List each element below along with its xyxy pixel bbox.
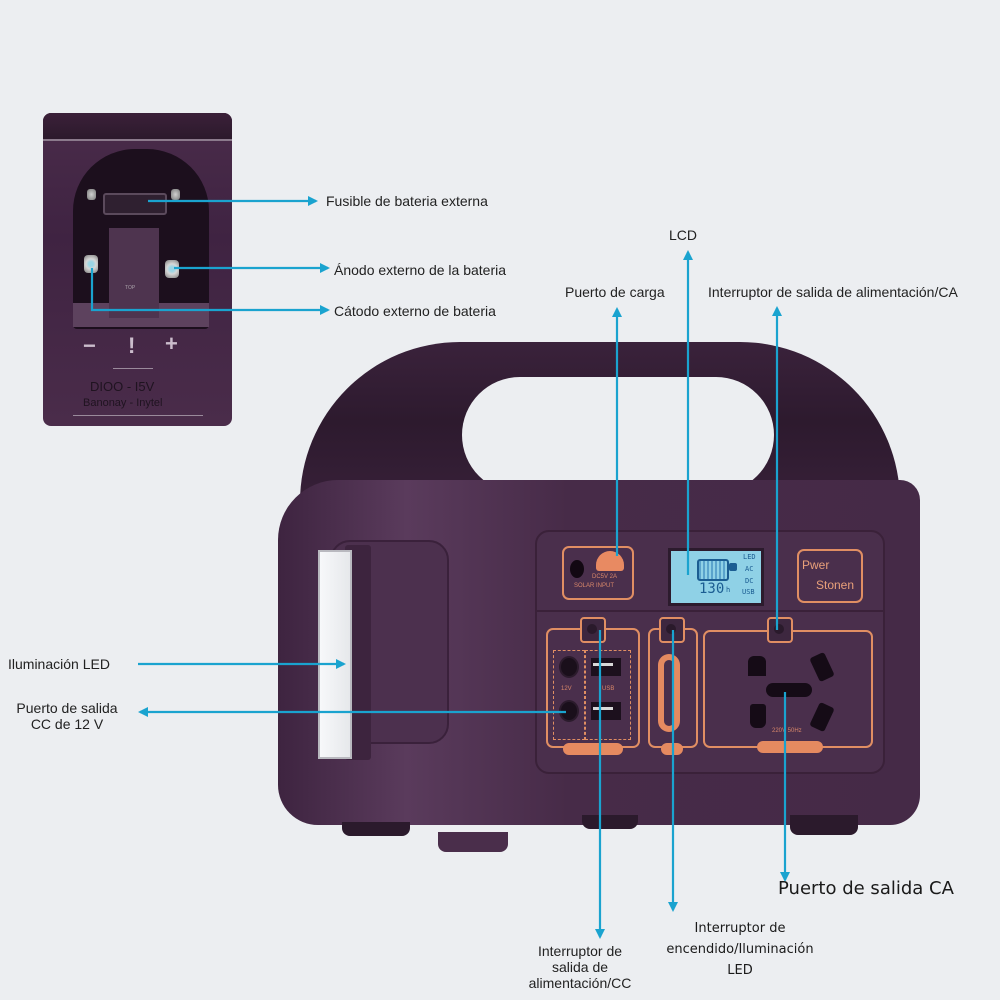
callout-anode: Ánodo externo de la bateria: [334, 262, 507, 278]
foot-left: [342, 822, 410, 836]
anode-terminal: [165, 260, 179, 278]
usb-ports-group: [585, 650, 631, 740]
callout-dc-switch-line3: alimentación/CC: [528, 975, 632, 991]
callout-dc-switch-line1: Interruptor de: [537, 943, 623, 959]
ac-outlet-tab: [757, 741, 823, 753]
inset-rim: [43, 113, 232, 141]
brand-line-1: Pwer: [802, 558, 830, 572]
foot-front-left: [438, 832, 508, 852]
power-switch-light-icon: [658, 654, 680, 732]
minus-symbol-icon: −: [83, 333, 96, 358]
dc-port-label: 12V: [561, 686, 572, 692]
callout-power-switch-line3: LED: [727, 963, 753, 978]
battery-level-icon: [697, 559, 729, 581]
lcd-indicator-led: LED: [743, 553, 756, 561]
terminal-divider-block: [109, 228, 159, 318]
foot-right: [790, 815, 858, 835]
symbol-underline: [113, 368, 153, 369]
callout-ac-output: Puerto de salida CA: [778, 878, 954, 899]
divider-block-label: TOP: [125, 285, 136, 291]
dc-port-1[interactable]: [559, 656, 579, 678]
usb-port-1[interactable]: [591, 658, 621, 676]
battery-terminal-inset: TOP − ! + DIOO - I5V Banonay - Inytel: [43, 113, 232, 426]
ac-rating-label: 220V 50Hz: [772, 728, 802, 734]
lcd-display: 130 h LED AC DC USB: [668, 548, 764, 606]
dc-output-switch[interactable]: [580, 617, 606, 643]
power-led-switch[interactable]: [659, 617, 685, 643]
led-light-panel: [318, 550, 352, 759]
callout-dc-switch: Interruptor de salida de alimentación/CC: [510, 943, 650, 991]
handle-opening: [462, 377, 774, 493]
fuse-screw-left: [87, 189, 96, 200]
charge-port[interactable]: [570, 560, 584, 578]
solar-input-icon: [596, 551, 624, 571]
inset-bottom-line: [73, 415, 203, 416]
usb-port-2[interactable]: [591, 702, 621, 720]
ac-socket-hole-center: [766, 683, 812, 697]
brand-line-2: Stonen: [816, 578, 855, 592]
dc-usb-tab: [563, 743, 623, 755]
lcd-unit: h: [726, 586, 731, 594]
callout-power-switch-line1: Interruptor de: [694, 921, 786, 936]
lcd-indicator-ac: AC: [745, 565, 754, 573]
callout-ac-switch: Interruptor de salida de alimentación/CA: [708, 284, 958, 300]
callout-dc-output: Puerto de salida CC de 12 V: [8, 700, 126, 732]
lcd-indicator-dc: DC: [745, 577, 754, 585]
ac-socket-hole-tl: [748, 656, 766, 676]
solar-input-label: SOLAR INPUT: [574, 583, 615, 589]
dc-ports-group: [553, 650, 585, 740]
callout-dc-output-line2: CC de 12 V: [30, 716, 104, 732]
power-switch-slot: [664, 660, 674, 726]
callout-charge-port: Puerto de carga: [565, 284, 665, 300]
foot-middle: [582, 815, 638, 829]
voltage-range-text: DIOO - I5V: [90, 379, 155, 394]
callout-lcd: LCD: [669, 227, 698, 243]
lcd-indicator-usb: USB: [742, 588, 755, 596]
charge-port-frame: [562, 546, 634, 600]
callout-fuse: Fusible de bateria externa: [326, 193, 488, 209]
battery-input-text: Banonay - Inytel: [83, 397, 163, 409]
brand-frame: [797, 549, 863, 603]
cathode-terminal: [84, 255, 98, 273]
usb-port-label: USB: [602, 686, 615, 692]
output-arrow-icon: [729, 563, 737, 571]
warning-symbol-icon: !: [128, 333, 136, 358]
ac-socket-hole-bl: [750, 704, 766, 728]
plus-symbol-icon: +: [165, 331, 178, 356]
callout-led-light: Iluminación LED: [8, 656, 110, 672]
power-switch-tab: [661, 743, 683, 755]
fuse-screw-right: [171, 189, 180, 200]
callout-dc-switch-line2: salida de: [551, 959, 609, 975]
callout-power-switch-line2: encendido/Iluminación: [666, 942, 814, 957]
external-fuse: [103, 193, 167, 215]
callout-power-switch: Interruptor de encendido/Iluminación LED: [640, 918, 840, 981]
callout-cathode: Cátodo externo de bateria: [334, 303, 496, 319]
dc-port-2[interactable]: [559, 700, 579, 722]
callout-dc-output-line1: Puerto de salida: [16, 700, 118, 716]
charge-port-spec: DC5V 2A: [592, 574, 618, 580]
ac-output-switch[interactable]: [767, 617, 793, 643]
lcd-hours-value: 130: [699, 581, 725, 597]
